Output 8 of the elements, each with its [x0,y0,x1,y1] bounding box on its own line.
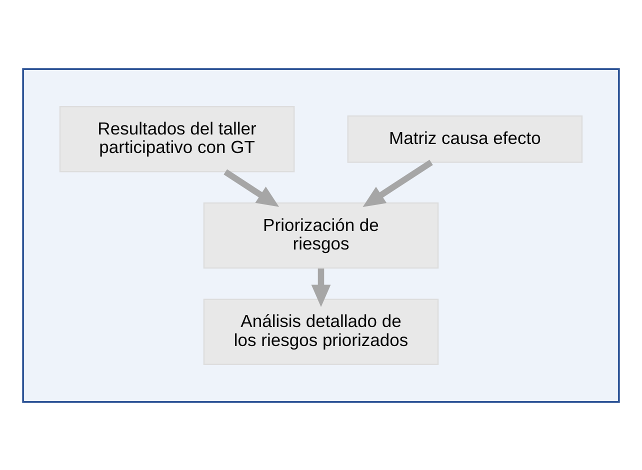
node-box: Matriz causa efecto [347,114,583,162]
arrow [362,159,433,207]
arrow [311,268,331,306]
node-box: Resultados del taller participativo con GT [59,105,295,172]
arrow [224,168,280,206]
node-box: Análisis detallado de los riesgos priorizados [203,298,439,365]
cluster [22,68,620,402]
node-box: Priorización de riesgos [203,202,439,268]
